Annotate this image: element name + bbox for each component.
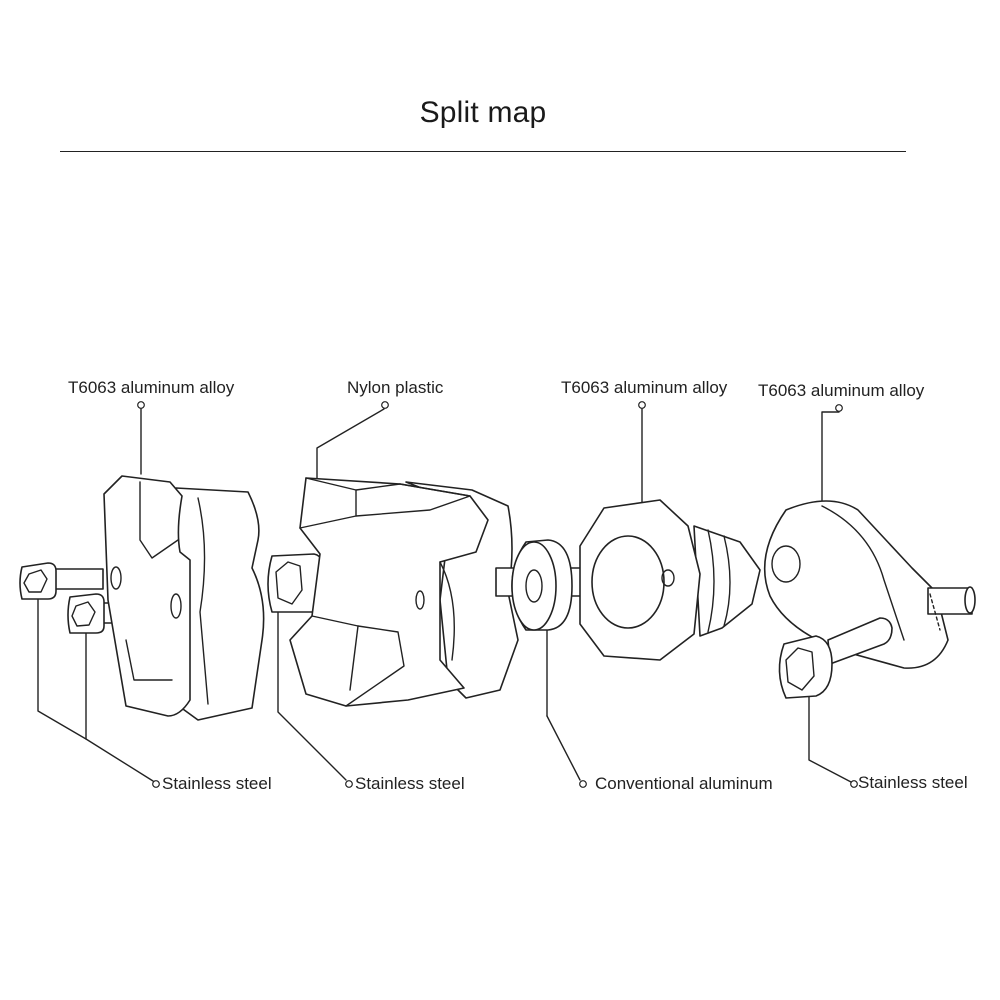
label-center-screw-material: Stainless steel <box>355 774 465 793</box>
hex-nut <box>579 499 761 661</box>
label-nylon-jaw-material: Nylon plastic <box>347 378 444 397</box>
label-left-screws-material: Stainless steel <box>162 774 272 793</box>
label-spacer-material: Conventional aluminum <box>595 774 773 793</box>
diagram-title: Split map <box>419 96 547 129</box>
leader-lines <box>37 401 858 788</box>
left-screw-upper <box>19 562 104 600</box>
label-hex-nut-material: T6063 aluminum alloy <box>561 378 728 397</box>
nylon-jaw-body <box>289 477 519 707</box>
label-left-clamp-material: T6063 aluminum alloy <box>68 378 235 397</box>
label-arm-material: T6063 aluminum alloy <box>758 381 925 400</box>
clamp-arm <box>763 500 976 669</box>
title-divider <box>60 151 906 152</box>
label-arm-screw-material: Stainless steel <box>858 773 968 792</box>
left-clamp-body <box>103 475 265 721</box>
arm-screw <box>778 617 893 699</box>
